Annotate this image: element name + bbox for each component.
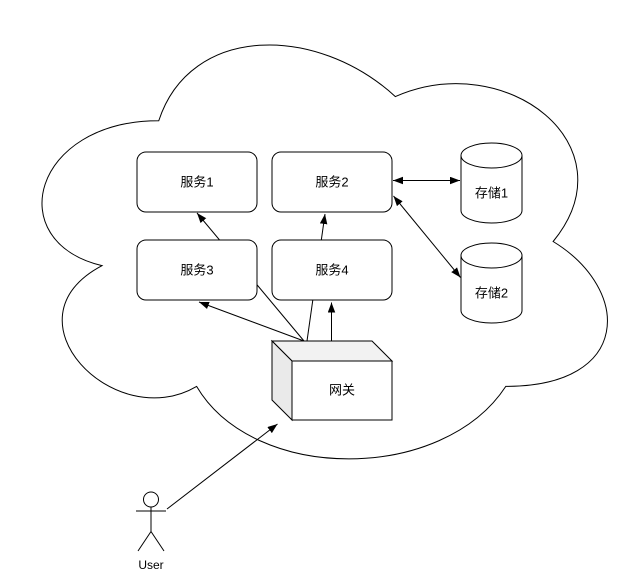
storage1-cylinder-top[interactable] bbox=[460, 142, 523, 169]
service1-label: 服务1 bbox=[180, 175, 213, 190]
storage1-node[interactable]: 存储1 bbox=[460, 142, 523, 224]
storage2-node[interactable]: 存储2 bbox=[460, 242, 523, 324]
service2-box[interactable] bbox=[271, 151, 393, 213]
service2-node[interactable]: 服务2 bbox=[271, 151, 393, 213]
service3-box[interactable] bbox=[136, 239, 258, 301]
gateway-cube-front[interactable] bbox=[291, 360, 393, 421]
edge-user-gateway[interactable] bbox=[166, 423, 278, 510]
service4-label: 服务4 bbox=[315, 263, 348, 278]
service4-box[interactable] bbox=[271, 239, 393, 301]
service2-label: 服务2 bbox=[315, 175, 348, 190]
gateway-node[interactable]: 网关 bbox=[270, 339, 394, 422]
user-actor-left-leg bbox=[137, 531, 152, 552]
service3-label: 服务3 bbox=[180, 263, 213, 278]
edge-gateway-service3[interactable] bbox=[198, 301, 305, 342]
storage1-label: 存储1 bbox=[475, 186, 508, 201]
storage2-cylinder-body[interactable] bbox=[460, 255, 523, 324]
user-actor-head bbox=[143, 491, 159, 508]
storage1-cylinder-body[interactable] bbox=[460, 155, 523, 224]
edge-service2-storage2[interactable] bbox=[393, 195, 461, 278]
service3-node[interactable]: 服务3 bbox=[136, 239, 258, 301]
service1-box[interactable] bbox=[136, 151, 258, 213]
user-actor[interactable]: User bbox=[136, 491, 166, 572]
gateway-label: 网关 bbox=[329, 383, 355, 398]
service4-node[interactable]: 服务4 bbox=[271, 239, 393, 301]
gateway-cube-top[interactable] bbox=[270, 340, 394, 362]
storage2-label: 存储2 bbox=[475, 286, 508, 301]
user-actor-right-leg bbox=[150, 531, 165, 552]
service1-node[interactable]: 服务1 bbox=[136, 151, 258, 213]
user-label: User bbox=[138, 558, 163, 572]
storage2-cylinder-top[interactable] bbox=[460, 242, 523, 269]
